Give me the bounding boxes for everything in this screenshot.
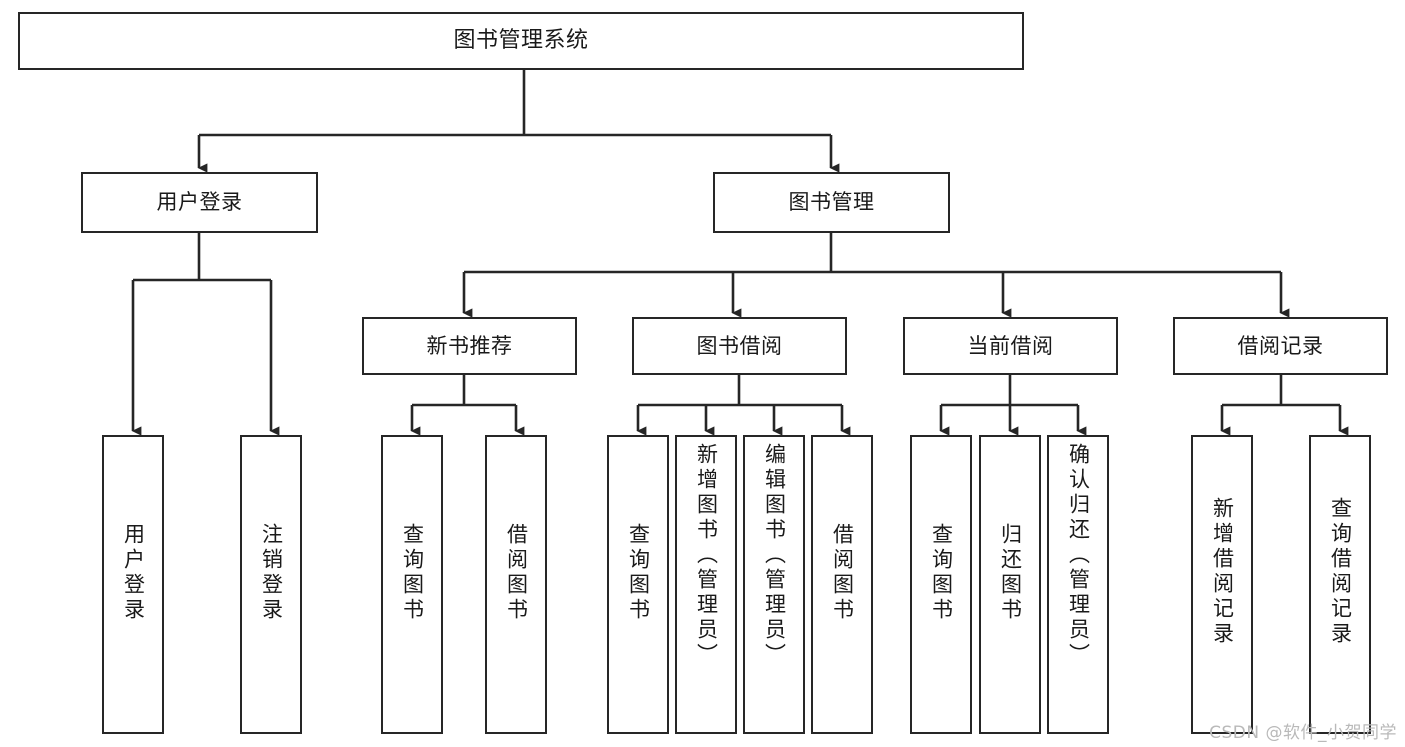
node-leaf-user-login[interactable]: 用户登录	[102, 435, 164, 734]
node-borrow-record[interactable]: 借阅记录	[1173, 317, 1388, 375]
node-leaf-query-book-2-label: 查询图书	[626, 523, 651, 623]
node-new-book-recommend[interactable]: 新书推荐	[362, 317, 577, 375]
node-leaf-query-book-1-label: 查询图书	[400, 523, 425, 623]
node-leaf-query-book-1[interactable]: 查询图书	[381, 435, 443, 734]
node-leaf-query-record-label: 查询借阅记录	[1328, 497, 1353, 647]
node-borrow-record-label: 借阅记录	[1237, 333, 1324, 358]
node-root-label: 图书管理系统	[453, 28, 589, 54]
node-leaf-confirm-return[interactable]: 确认归还（管理员）	[1047, 435, 1109, 734]
node-leaf-edit-book-label: 编辑图书（管理员）	[762, 443, 787, 668]
node-leaf-user-login-label: 用户登录	[121, 523, 146, 623]
node-book-borrow[interactable]: 图书借阅	[632, 317, 847, 375]
node-leaf-borrow-book-1[interactable]: 借阅图书	[485, 435, 547, 734]
node-leaf-query-record[interactable]: 查询借阅记录	[1309, 435, 1371, 734]
node-leaf-add-record[interactable]: 新增借阅记录	[1191, 435, 1253, 734]
node-leaf-borrow-book-2[interactable]: 借阅图书	[811, 435, 873, 734]
node-book-borrow-label: 图书借阅	[696, 333, 783, 358]
node-leaf-borrow-book-2-label: 借阅图书	[830, 523, 855, 623]
node-leaf-user-logout[interactable]: 注销登录	[240, 435, 302, 734]
node-user-login[interactable]: 用户登录	[81, 172, 318, 233]
node-root[interactable]: 图书管理系统	[18, 12, 1024, 70]
node-leaf-query-book-3-label: 查询图书	[929, 523, 954, 623]
node-current-borrow-label: 当前借阅	[967, 333, 1054, 358]
node-leaf-user-logout-label: 注销登录	[259, 523, 284, 623]
node-leaf-query-book-3[interactable]: 查询图书	[910, 435, 972, 734]
csdn-watermark: CSDN @软件_小贺同学	[1209, 723, 1397, 743]
node-current-borrow[interactable]: 当前借阅	[903, 317, 1118, 375]
node-user-login-label: 用户登录	[156, 190, 243, 215]
node-book-manage-label: 图书管理	[788, 190, 875, 215]
node-leaf-add-book[interactable]: 新增图书（管理员）	[675, 435, 737, 734]
node-new-book-recommend-label: 新书推荐	[426, 333, 513, 358]
node-leaf-borrow-book-1-label: 借阅图书	[504, 523, 529, 623]
node-leaf-confirm-return-label: 确认归还（管理员）	[1066, 443, 1091, 668]
node-leaf-query-book-2[interactable]: 查询图书	[607, 435, 669, 734]
node-leaf-add-record-label: 新增借阅记录	[1210, 497, 1235, 647]
node-leaf-add-book-label: 新增图书（管理员）	[694, 443, 719, 668]
node-leaf-edit-book[interactable]: 编辑图书（管理员）	[743, 435, 805, 734]
node-leaf-return-book-label: 归还图书	[998, 523, 1023, 623]
node-leaf-return-book[interactable]: 归还图书	[979, 435, 1041, 734]
node-book-manage[interactable]: 图书管理	[713, 172, 950, 233]
